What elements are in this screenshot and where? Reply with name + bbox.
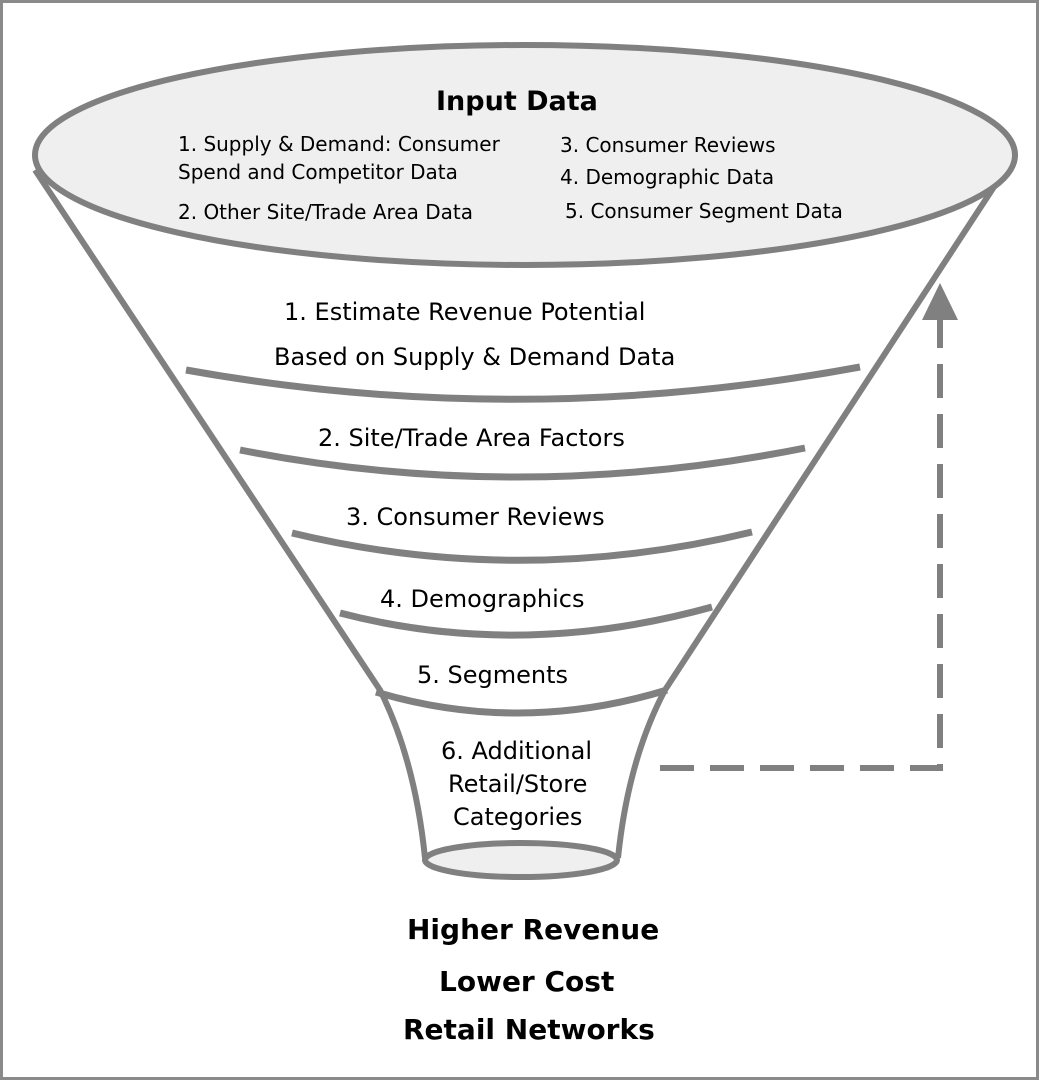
feedback-dashed-arrow xyxy=(660,318,943,771)
band-divider-3 xyxy=(291,528,753,564)
funnel-left-side xyxy=(32,168,428,859)
outcome-line-3: Retail Networks xyxy=(403,1013,655,1046)
input-item-1-line-1: 1. Supply & Demand: Consumer xyxy=(178,132,500,156)
band-divider-1 xyxy=(185,363,861,403)
input-data-title: Input Data xyxy=(436,86,598,117)
input-item-2: 2. Other Site/Trade Area Data xyxy=(178,200,473,224)
stage-5: 5. Segments xyxy=(417,661,569,689)
band-divider-2 xyxy=(239,444,806,481)
input-item-1-line-2: Spend and Competitor Data xyxy=(178,160,458,184)
input-item-5: 5. Consumer Segment Data xyxy=(565,199,843,223)
stage-4: 4. Demographics xyxy=(380,585,585,613)
stage-1-line-1: 1. Estimate Revenue Potential xyxy=(284,298,646,326)
stage-6-line-1: 6. Additional xyxy=(441,737,593,765)
stage-1-line-2: Based on Supply & Demand Data xyxy=(274,343,676,371)
band-divider-5 xyxy=(374,686,669,717)
input-item-3: 3. Consumer Reviews xyxy=(560,133,776,157)
outcome-line-1: Higher Revenue xyxy=(407,913,660,946)
stage-6-line-3: Categories xyxy=(453,803,583,831)
outcome-line-2: Lower Cost xyxy=(439,965,615,998)
stage-6-line-2: Retail/Store xyxy=(448,770,588,798)
feedback-arrowhead-icon xyxy=(922,283,958,320)
stage-3: 3. Consumer Reviews xyxy=(346,503,605,531)
funnel-bottom-opening xyxy=(422,840,620,880)
input-item-4: 4. Demographic Data xyxy=(560,165,775,189)
funnel-right-side xyxy=(615,168,1008,859)
band-divider-4 xyxy=(339,603,713,639)
input-data-ellipse xyxy=(32,42,1018,268)
stage-2: 2. Site/Trade Area Factors xyxy=(318,424,625,452)
